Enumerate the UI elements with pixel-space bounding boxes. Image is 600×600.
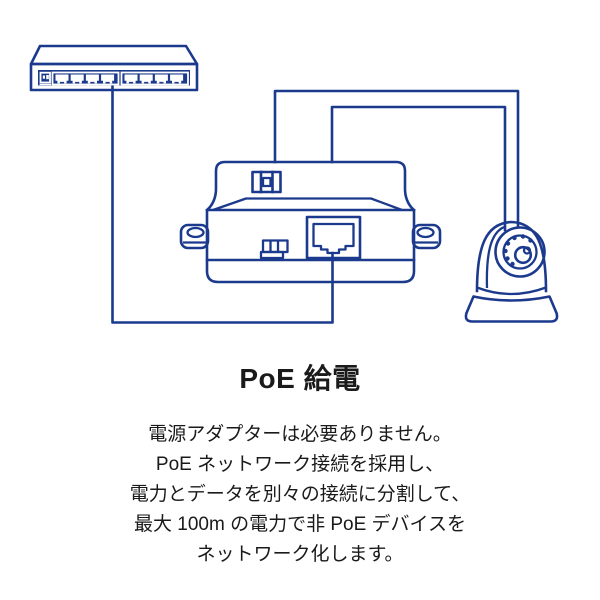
poe-diagram: [29, 44, 559, 324]
description-line: PoE ネットワーク接続を採用し、: [155, 454, 445, 475]
description-line: ネットワーク化します。: [196, 544, 404, 565]
cable-switch-to-injector: [111, 83, 334, 324]
camera-lens: [513, 245, 533, 265]
camera-lens-outer-ring: [494, 226, 546, 278]
injector-rj45-port: [305, 215, 362, 260]
injector-top-port-icon: [251, 170, 282, 194]
ip-camera-icon: [464, 220, 559, 323]
injector-dip-switch: [259, 239, 289, 260]
poe-injector-icon: [179, 160, 442, 284]
cable-injector-to-camera-outer: [273, 89, 520, 228]
mounting-ear-right: [411, 223, 442, 250]
camera-base: [464, 295, 559, 323]
switch-led-indicator: [39, 71, 51, 86]
network-switch-icon: [29, 44, 199, 92]
description: 電源アダプターは必要ありません。 PoE ネットワーク接続を採用し、 電力とデー…: [0, 420, 600, 570]
cable-injector-to-camera-inner: [330, 105, 507, 232]
mounting-ear-left: [179, 223, 210, 250]
camera-lens-inner-ring: [502, 234, 538, 270]
description-line: 電力とデータを別々の接続に分割して、: [129, 484, 471, 505]
camera-ir-leds: [503, 234, 533, 267]
description-line: 最大 100m の電力で非 PoE デバイスを: [134, 514, 466, 535]
camera-lens-highlight: [522, 246, 532, 255]
diagram-title: PoE 給電: [239, 363, 361, 394]
description-line: 電源アダプターは必要ありません。: [148, 424, 452, 445]
